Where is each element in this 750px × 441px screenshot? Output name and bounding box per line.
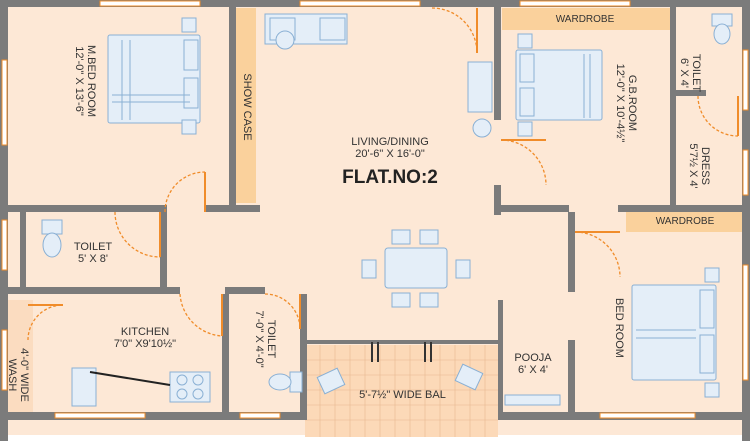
show-case-label: SHOW CASE [241, 73, 253, 141]
wardrobe-right-label: WARDROBE [655, 216, 715, 227]
master-bed-label: M.BED ROOM 12'-0" X 13'-6" [73, 44, 97, 118]
balcony-doors [371, 342, 432, 362]
wardrobe-right [626, 210, 744, 232]
armchair [467, 61, 493, 138]
guest-bed-label: G.B.ROOM 12'-0" X 10'-4½" [614, 63, 638, 143]
wash-area [5, 300, 33, 418]
toilet-small-label: TOILET 7'-0" X 4'-0" [253, 310, 277, 368]
living-label: LIVING/DINING 20'-6" X 16'-0" [351, 136, 429, 160]
kitchen-counter [89, 371, 171, 386]
pooja-label: POOJA 6' X 4' [514, 352, 552, 376]
furniture [41, 13, 733, 407]
balcony-floor [305, 345, 498, 437]
guest-bed-furniture [515, 33, 603, 137]
master-bed-furniture [107, 17, 201, 135]
toilet-top-right-label: TOILET 6' X 4' [678, 53, 702, 93]
sofa [264, 13, 348, 50]
wardrobe-top-label: WARDROBE [555, 14, 615, 25]
bed-room-label: BED ROOM [613, 298, 625, 358]
windows [1, 0, 749, 419]
bed-room-furniture [631, 267, 720, 398]
balcony-label: 5'-7½" WIDE BAL [359, 389, 446, 401]
wardrobe-top [502, 8, 670, 30]
wash-label: 4'-0" WIDE WASH [6, 348, 30, 402]
toilet-left-label: TOILET 5' X 8' [73, 241, 113, 265]
dress-label: DRESS 5'7½ X 4' [687, 143, 711, 189]
dining-table [361, 229, 471, 308]
show-case [236, 8, 256, 203]
doors [27, 7, 739, 341]
flat-title: FLAT.NO:2 [342, 167, 438, 188]
kitchen-label: KITCHEN 7'0" X9'10½" [113, 326, 177, 350]
door-leaves [28, 8, 739, 336]
